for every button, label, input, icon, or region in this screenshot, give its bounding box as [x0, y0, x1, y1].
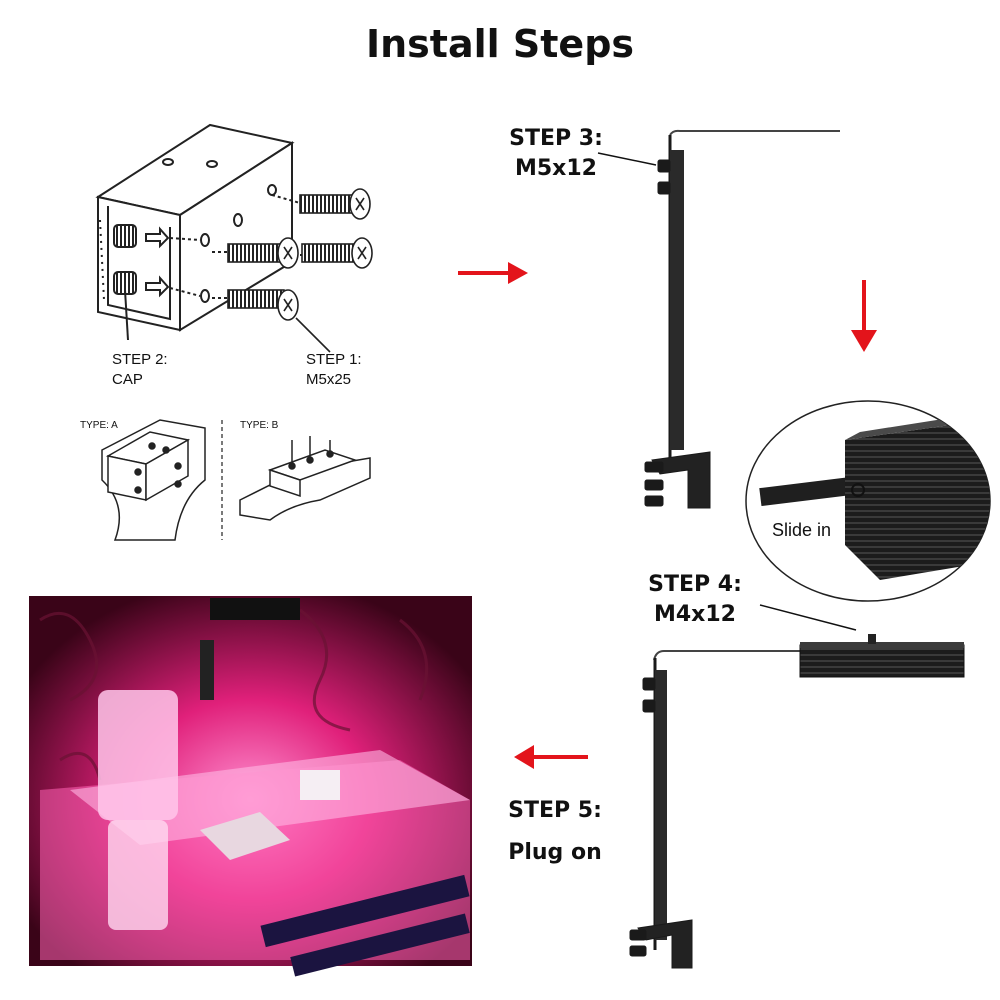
step5-value: Plug on [508, 840, 602, 865]
type-a-sketch [101, 419, 206, 541]
led-light-fixture [799, 634, 965, 678]
step5-title: STEP 5: [508, 798, 602, 823]
step4-value: M4x12 [653, 602, 736, 627]
step1-label: STEP 1: M5x25 [306, 350, 362, 390]
arrow-left-icon [514, 745, 588, 769]
type-a-label: TYPE: A [80, 420, 118, 431]
step5-label: STEP 5: Plug on [500, 790, 610, 874]
step1-value: M5x25 [306, 371, 352, 388]
step3-title: STEP 3: [509, 126, 603, 151]
arrow-right-icon [458, 262, 528, 284]
step4-title: STEP 4: [648, 572, 742, 597]
step2-value: CAP [112, 371, 143, 388]
step3-value: M5x12 [514, 156, 597, 181]
type-b-sketch [239, 436, 371, 521]
type-b-label: TYPE: B [240, 420, 279, 431]
step2-title: STEP 2: [112, 351, 168, 368]
slide-in-inset [745, 400, 991, 602]
step3-label: STEP 3: M5x12 [506, 124, 606, 184]
step1-leader [295, 317, 331, 353]
arrow-down-icon [851, 280, 877, 352]
step4-label: STEP 4: M4x12 [640, 570, 750, 630]
slide-in-label: Slide in [772, 520, 832, 540]
aquarium-photo [29, 596, 472, 977]
clamp-block-drawing [95, 123, 302, 341]
bracket-stand-bottom [629, 650, 800, 969]
step2-label: STEP 2: CAP [112, 350, 168, 390]
page-title: Install Steps [365, 22, 635, 66]
step1-title: STEP 1: [306, 351, 362, 368]
screw-icon [227, 188, 373, 321]
bracket-stand-top [644, 129, 840, 509]
